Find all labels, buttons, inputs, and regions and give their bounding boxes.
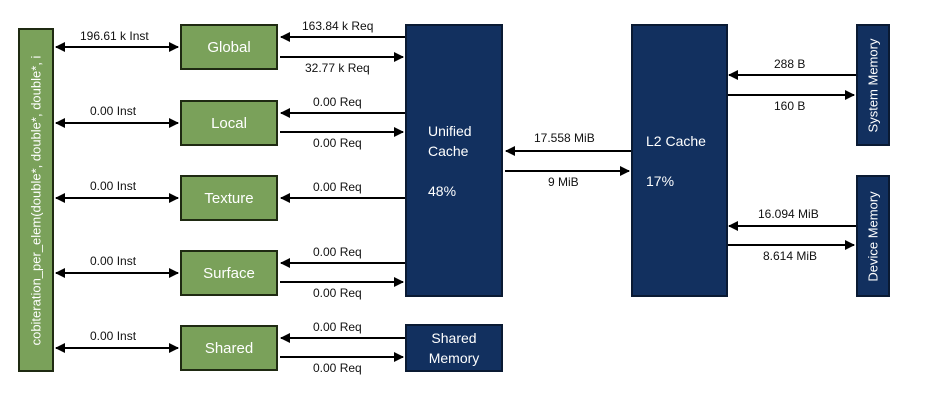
surface-req-in-label: 0.00 Req	[313, 245, 362, 259]
texture-box[interactable]: Texture	[180, 175, 278, 221]
local-req-in-label: 0.00 Req	[313, 95, 362, 109]
unified-cache-title: Unified Cache	[428, 121, 472, 161]
system-memory-write-label: 160 B	[774, 99, 806, 113]
global-inst-label: 196.61 k Inst	[80, 29, 149, 43]
surface-box[interactable]: Surface	[180, 250, 278, 296]
local-memory-box[interactable]: Local	[180, 100, 278, 146]
system-memory-label: System Memory	[865, 38, 881, 132]
global-req-in-label: 163.84 k Req	[302, 19, 374, 33]
l2-cache-title: L2 Cache	[646, 133, 706, 149]
shared-req-out-label: 0.00 Req	[313, 361, 362, 375]
l2-cache-box[interactable]	[631, 24, 728, 297]
system-memory-read-label: 288 B	[774, 57, 806, 71]
global-memory-box[interactable]: Global	[180, 24, 278, 70]
texture-req-in-label: 0.00 Req	[313, 180, 362, 194]
texture-label: Texture	[204, 189, 254, 207]
l2-to-l1-label: 9 MiB	[548, 175, 579, 189]
shared-memory-line2: Memory	[428, 350, 480, 366]
device-memory-label: Device Memory	[865, 190, 881, 282]
kernel-box[interactable]: cobiteration_per_elem(double*, double*, …	[18, 28, 54, 372]
shared-label: Shared	[204, 339, 254, 357]
surface-label: Surface	[203, 264, 255, 282]
shared-inst-label: 0.00 Inst	[90, 329, 137, 343]
texture-inst-label: 0.00 Inst	[90, 179, 137, 193]
local-inst-label: 0.00 Inst	[90, 104, 137, 118]
surface-req-out-label: 0.00 Req	[313, 286, 362, 300]
kernel-label: cobiteration_per_elem(double*, double*, …	[28, 55, 44, 345]
system-memory-box[interactable]: System Memory	[856, 24, 890, 146]
local-req-out-label: 0.00 Req	[313, 136, 362, 150]
unified-cache-box[interactable]	[405, 24, 503, 297]
surface-inst-label: 0.00 Inst	[90, 254, 137, 268]
shared-req-in-label: 0.00 Req	[313, 320, 362, 334]
global-label: Global	[207, 38, 251, 56]
device-memory-box[interactable]: Device Memory	[856, 175, 890, 297]
l2-from-l1-label: 17.558 MiB	[534, 131, 595, 145]
device-memory-read-label: 16.094 MiB	[758, 207, 819, 221]
l2-cache-hit-rate: 17%	[646, 173, 675, 189]
shared-memory-box[interactable]: Shared Memory	[405, 324, 503, 372]
local-label: Local	[211, 114, 247, 132]
device-memory-write-label: 8.614 MiB	[763, 249, 818, 263]
global-req-out-label: 32.77 k Req	[305, 61, 370, 75]
shared-box[interactable]: Shared	[180, 325, 278, 371]
unified-cache-hit-rate: 48%	[428, 183, 457, 199]
unified-cache-line1: Unified	[428, 123, 472, 139]
shared-memory-line1: Shared	[431, 330, 477, 346]
unified-cache-line2: Cache	[428, 143, 469, 159]
